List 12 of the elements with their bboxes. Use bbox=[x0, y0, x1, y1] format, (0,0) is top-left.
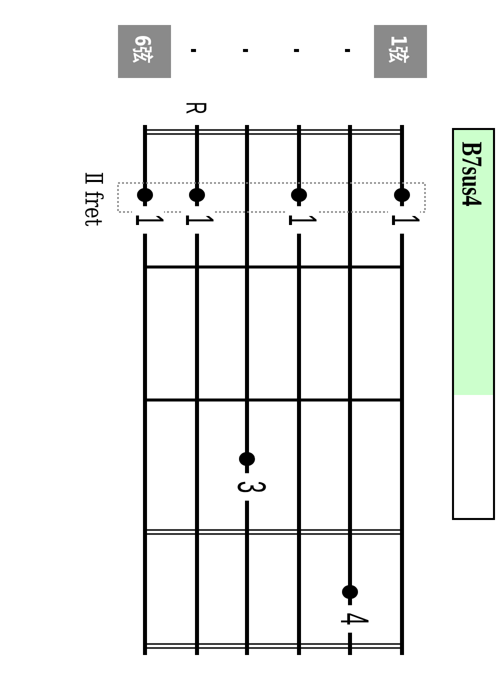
string-number-tile bbox=[118, 25, 171, 78]
chord-name: B7sus4 bbox=[460, 142, 484, 206]
string-number: 6弦 bbox=[132, 35, 152, 63]
fret-position-label: Ⅱ fret bbox=[81, 172, 105, 226]
string-number: 1弦 bbox=[388, 35, 408, 63]
root-label: R bbox=[181, 102, 205, 114]
finger-number: 1 bbox=[182, 206, 214, 234]
string-number-tile bbox=[374, 25, 427, 78]
finger-number: 1 bbox=[285, 206, 317, 234]
chord-name-box bbox=[452, 128, 495, 520]
finger-number: 1 bbox=[388, 206, 420, 234]
finger-number: 1 bbox=[132, 206, 164, 234]
